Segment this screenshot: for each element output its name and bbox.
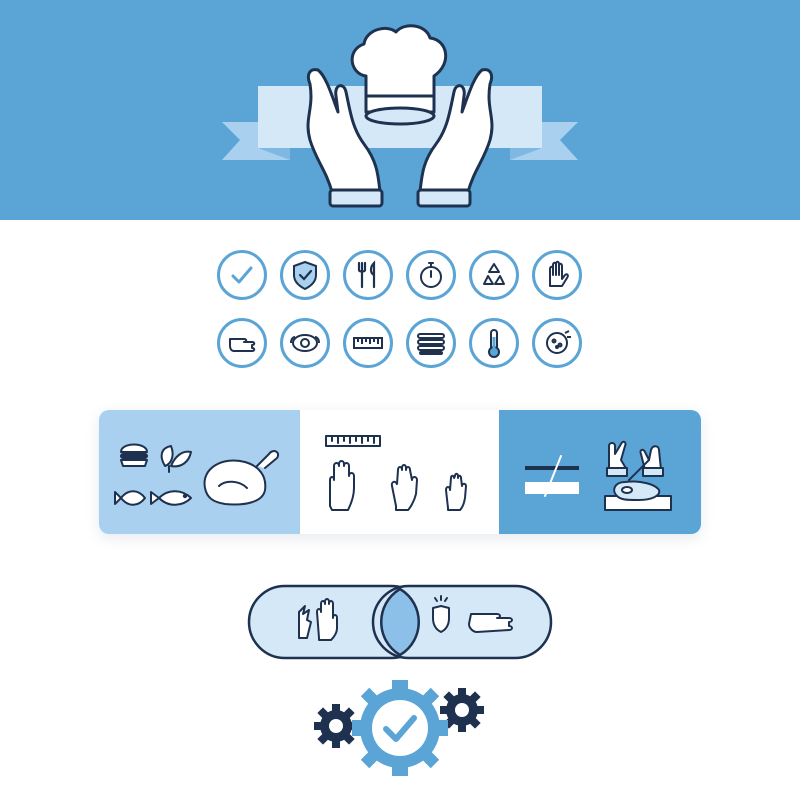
venn-overlap [380,587,420,657]
checkmark-icon [217,250,267,300]
glove-icon [532,250,582,300]
glove-icon [316,598,338,641]
meat-handling-panel [499,410,701,534]
small-gear-left-icon [314,704,358,748]
leaves-icon [160,445,192,473]
sanitize-icon [532,318,582,368]
stopwatch-icon [406,250,456,300]
recycle-icon [469,250,519,300]
venn-diagram [247,584,553,660]
burger-icon [120,443,148,467]
gloved-hands-icon [606,440,664,477]
plates-icon [280,318,330,368]
venn-right-pill [371,584,553,660]
meat-cutting-icon [604,459,672,511]
gears-cluster [314,680,484,776]
fish-icon [114,490,192,506]
shield-icon [432,605,450,633]
hand-wash-icon [217,318,267,368]
food-types-panel [99,410,300,534]
stacked-plates-icon [406,318,456,368]
ruler-icon [325,435,381,447]
thermometer-icon [469,318,519,368]
chef-hat-icon [350,24,448,126]
panel-strip [99,410,701,534]
open-hands-icon [306,68,494,208]
glove-sizes-panel [300,410,499,534]
hero-banner [0,0,800,220]
extended-hand-icon [468,613,513,633]
torn-glove-icon [298,605,312,639]
shield-check-icon [280,250,330,300]
roast-chicken-icon [203,450,279,506]
glove-medium-icon [390,464,418,511]
hero-illustration [222,24,578,208]
glove-small-icon [445,472,467,511]
main-gear-check-icon [352,680,448,776]
fork-knife-icon [343,250,393,300]
ruler-icon [343,318,393,368]
glove-large-icon [329,460,355,511]
icon-grid [217,250,583,370]
not-equal-icon [525,455,579,497]
